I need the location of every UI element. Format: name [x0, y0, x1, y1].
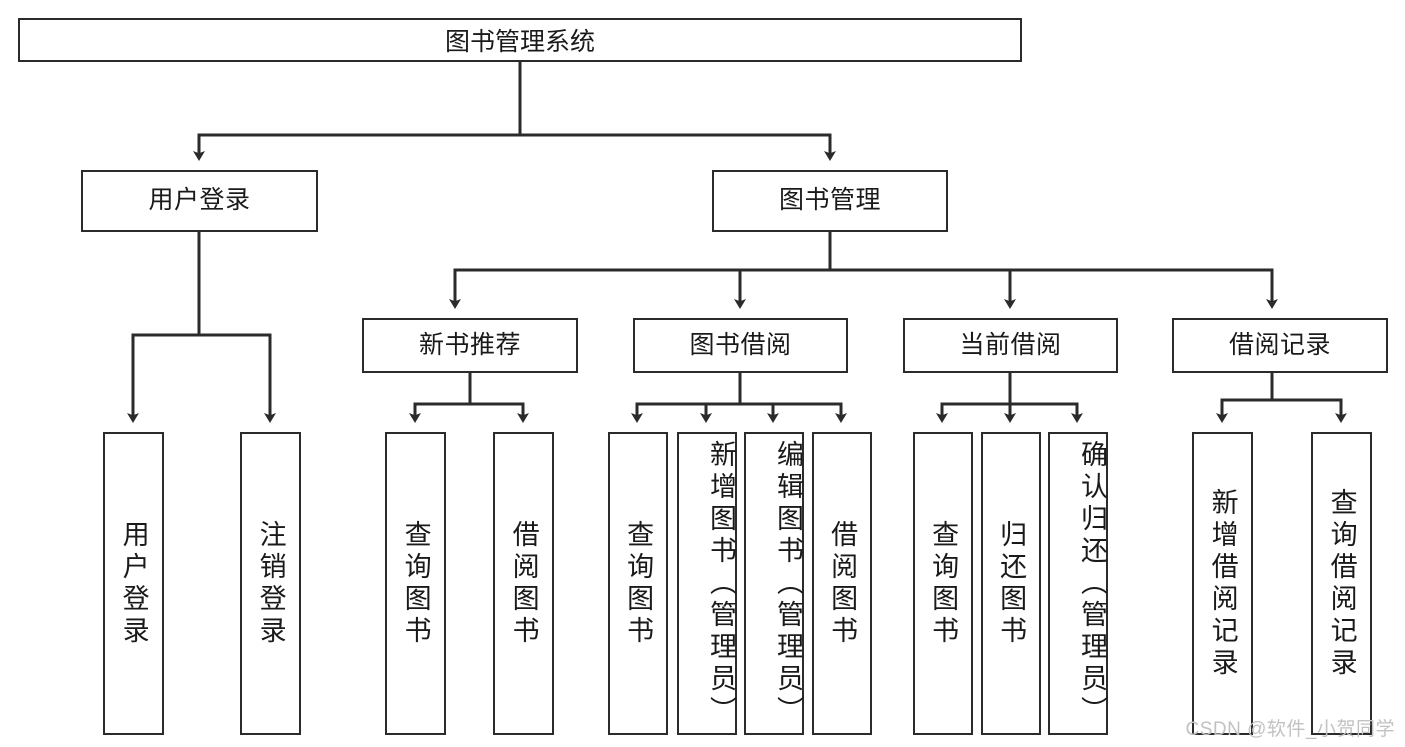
- node-leaf-user-login-label: 用户登录: [118, 519, 149, 648]
- node-leaf-query-book-new-label: 查询图书: [400, 519, 431, 648]
- node-user-login[interactable]: 用户登录: [81, 170, 318, 232]
- node-book-management-label: 图书管理: [778, 186, 881, 215]
- node-leaf-add-borrow-record[interactable]: 新增借阅记录: [1192, 432, 1253, 735]
- node-book-borrow-label: 图书借阅: [689, 330, 792, 359]
- node-current-borrow[interactable]: 当前借阅: [903, 318, 1118, 373]
- node-borrow-record-label: 借阅记录: [1228, 330, 1331, 359]
- node-user-login-label: 用户登录: [148, 186, 251, 215]
- node-leaf-edit-book-admin-label: 编辑图书（管理员）: [773, 440, 803, 728]
- node-leaf-return-book[interactable]: 归还图书: [981, 432, 1041, 735]
- node-leaf-query-borrow-record-label: 查询借阅记录: [1326, 487, 1357, 680]
- node-leaf-borrow-book[interactable]: 借阅图书: [812, 432, 872, 735]
- node-leaf-add-borrow-record-label: 新增借阅记录: [1207, 487, 1238, 680]
- node-leaf-borrow-book-new-label: 借阅图书: [508, 519, 539, 648]
- node-root-book-management-system[interactable]: 图书管理系统: [18, 18, 1022, 62]
- node-leaf-edit-book-admin[interactable]: 编辑图书（管理员）: [744, 432, 804, 735]
- node-leaf-confirm-return-admin[interactable]: 确认归还（管理员）: [1048, 432, 1108, 735]
- node-current-borrow-label: 当前借阅: [959, 330, 1062, 359]
- node-leaf-query-book-borrow[interactable]: 查询图书: [608, 432, 668, 735]
- node-leaf-logout[interactable]: 注销登录: [240, 432, 301, 735]
- node-leaf-query-book-new[interactable]: 查询图书: [385, 432, 446, 735]
- node-leaf-add-book-admin[interactable]: 新增图书（管理员）: [677, 432, 737, 735]
- node-leaf-borrow-book-new[interactable]: 借阅图书: [493, 432, 554, 735]
- node-leaf-return-book-label: 归还图书: [996, 519, 1027, 648]
- node-leaf-query-book-current[interactable]: 查询图书: [913, 432, 973, 735]
- node-book-management[interactable]: 图书管理: [712, 170, 948, 232]
- node-leaf-query-book-borrow-label: 查询图书: [623, 519, 654, 648]
- node-borrow-record[interactable]: 借阅记录: [1172, 318, 1388, 373]
- node-leaf-add-book-admin-label: 新增图书（管理员）: [706, 440, 736, 728]
- node-leaf-user-login[interactable]: 用户登录: [103, 432, 164, 735]
- node-leaf-borrow-book-label: 借阅图书: [827, 519, 858, 648]
- node-leaf-confirm-return-admin-label: 确认归还（管理员）: [1077, 440, 1107, 728]
- node-leaf-logout-label: 注销登录: [255, 519, 286, 648]
- node-leaf-query-book-current-label: 查询图书: [928, 519, 959, 648]
- node-new-book-recommend-label: 新书推荐: [418, 330, 521, 359]
- node-book-borrow[interactable]: 图书借阅: [633, 318, 848, 373]
- node-leaf-query-borrow-record[interactable]: 查询借阅记录: [1311, 432, 1372, 735]
- node-new-book-recommend[interactable]: 新书推荐: [362, 318, 578, 373]
- node-root-label: 图书管理系统: [444, 28, 595, 56]
